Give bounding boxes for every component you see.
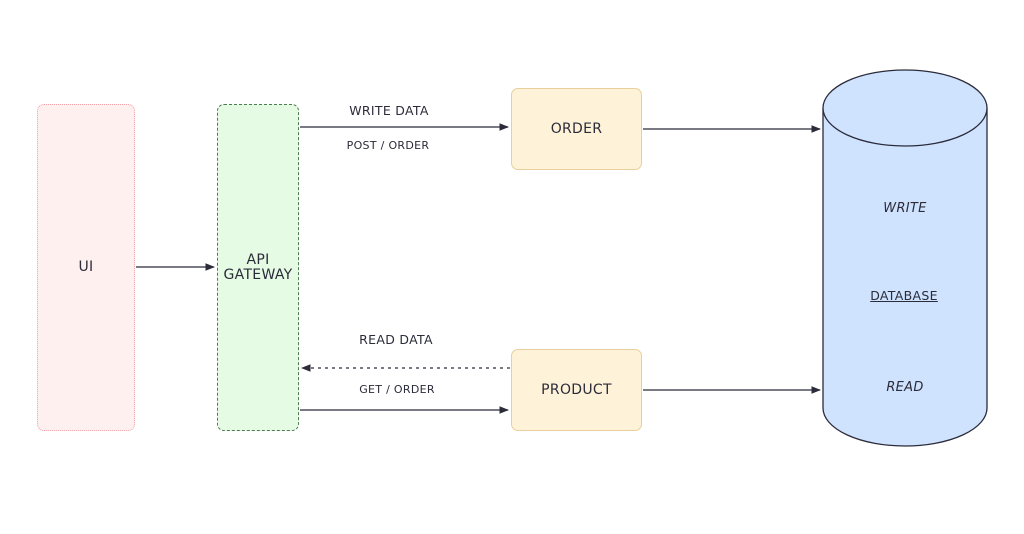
ui-node[interactable]: UI	[37, 104, 135, 431]
api-gateway-node-label: API GATEWAY	[223, 251, 293, 283]
database-label-read: READ	[886, 380, 924, 395]
order-node[interactable]: ORDER	[511, 88, 642, 170]
edge-label-read-data: READ DATA	[359, 332, 433, 347]
edge-label-write-data: WRITE DATA	[349, 103, 429, 118]
edge-label-get-order: GET / ORDER	[359, 383, 435, 396]
product-node[interactable]: PRODUCT	[511, 349, 642, 431]
product-node-label: PRODUCT	[541, 381, 612, 398]
database-label-write: WRITE	[883, 201, 927, 216]
database-label-name: DATABASE	[870, 288, 938, 303]
database-cylinder	[822, 69, 988, 447]
api-gateway-node[interactable]: API GATEWAY	[217, 104, 299, 431]
order-node-label: ORDER	[550, 120, 603, 137]
ui-node-label: UI	[78, 259, 94, 275]
edge-label-post-order: POST / ORDER	[346, 139, 430, 152]
